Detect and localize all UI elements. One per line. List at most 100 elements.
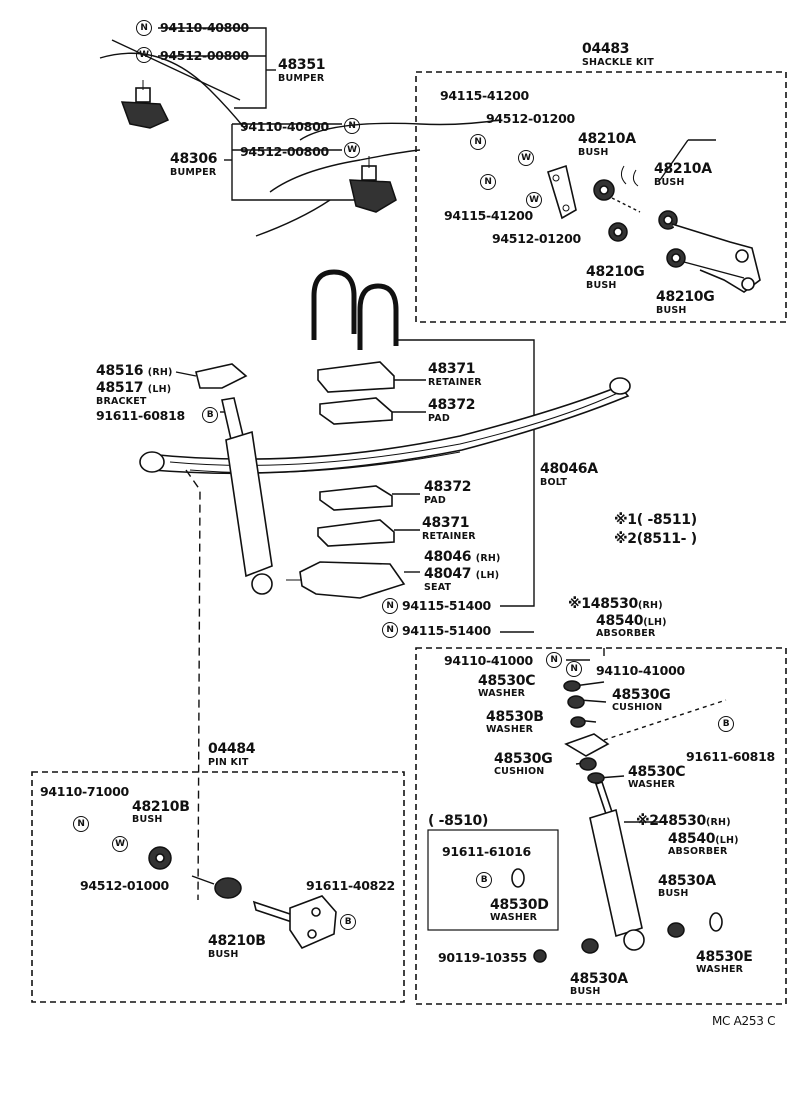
nut-mark-abs2: N <box>566 661 582 677</box>
washer-mark-top1: W <box>136 47 152 63</box>
part-number-pad1: 48372 <box>428 397 476 413</box>
part-number-seat-rh: 48046 (RH) <box>424 549 501 565</box>
part-number-washer-top2: 94512-00800 <box>240 144 329 159</box>
part-name-washer-e: WASHER <box>696 964 744 975</box>
leaf-spring-part <box>139 377 631 475</box>
part-number-pk-bush1: 48210B <box>132 799 190 815</box>
nut-mark-pk: N <box>73 816 89 832</box>
part-number-pin-kit: 04484 <box>208 741 256 757</box>
part-name-washer-b: WASHER <box>486 724 534 735</box>
part-number-absorber1-lh: 48540(LH) <box>596 613 667 629</box>
part-name-washer-d: WASHER <box>490 912 538 923</box>
bolt-mark-sub: B <box>476 872 492 888</box>
shackle-pin-part <box>671 223 761 293</box>
legend-1: ※1( -8511) <box>614 512 697 528</box>
nut-mark-abs1: N <box>546 652 562 668</box>
sub-kit-box <box>427 829 559 931</box>
part-number-pk-bolt: 91611-40822 <box>306 878 395 893</box>
part-number-cushion-g1: 48530G <box>612 687 671 703</box>
part-name-cushion-g1: CUSHION <box>612 702 663 713</box>
part-number-sk-bush2: 48210A <box>654 161 712 177</box>
part-name-pad1: PAD <box>428 413 450 424</box>
part-number-small-bolt: 90119-10355 <box>438 950 527 965</box>
part-number-washer-c2: 48530C <box>628 764 686 780</box>
part-name-bush-a1: BUSH <box>658 888 689 899</box>
part-number-washer-c1: 48530C <box>478 673 536 689</box>
part-number-pk-washer: 94512-01000 <box>80 878 169 893</box>
part-number-sk-bush1: 48210A <box>578 131 636 147</box>
part-number-pk-nut: 94110-71000 <box>40 784 129 799</box>
bumper-48351-part <box>120 80 170 129</box>
pin-kit-box <box>31 771 405 1003</box>
part-number-pk-bush2: 48210B <box>208 933 266 949</box>
nut-mark-top2: N <box>344 118 360 134</box>
part-number-bumper2: 48306 <box>170 151 218 167</box>
part-name-washer-c1: WASHER <box>478 688 526 699</box>
part-number-ubolt: 48046A <box>540 461 598 477</box>
washer-mark-sk2: W <box>526 192 542 208</box>
part-number-bolt-b2: 91611-60818 <box>686 749 775 764</box>
part-name-sk-bush2: BUSH <box>654 177 685 188</box>
part-name-washer-c2: WASHER <box>628 779 676 790</box>
front-shock-absorber-part <box>221 397 273 595</box>
part-name-ubolt: BOLT <box>540 477 568 488</box>
part-number-bracket-lh: 48517 (LH) <box>96 380 172 396</box>
part-name-shackle-kit: SHACKLE KIT <box>582 57 654 68</box>
pad-lower-part <box>319 485 393 511</box>
part-number-bush-a2: 48530A <box>570 971 628 987</box>
nut-mark-top1: N <box>136 20 152 36</box>
part-number-seat-lh: 48047 (LH) <box>424 566 500 582</box>
part-name-pin-kit: PIN KIT <box>208 757 249 768</box>
bolt-mark-b2: B <box>718 716 734 732</box>
part-name-retainer2: RETAINER <box>422 531 476 542</box>
part-name-sk-bush4: BUSH <box>656 305 687 316</box>
washer-mark-top2: W <box>344 142 360 158</box>
nut-mark-seat2: N <box>382 622 398 638</box>
part-name-absorber1: ABSORBER <box>596 628 656 639</box>
washer-mark-pk: W <box>112 836 128 852</box>
part-name-sk-bush3: BUSH <box>586 280 617 291</box>
part-name-pad2: PAD <box>424 495 446 506</box>
part-number-washer-d: 48530D <box>490 897 549 913</box>
pad-upper-part <box>319 397 393 425</box>
part-name-seat: SEAT <box>424 582 452 593</box>
part-name-pk-bush1: BUSH <box>132 814 163 825</box>
part-name-sk-bush1: BUSH <box>578 147 609 158</box>
diagram-code: MC A253 C <box>712 1014 776 1028</box>
nut-mark-sk1: N <box>470 134 486 150</box>
part-number-sk-nut1: 94115-41200 <box>440 88 529 103</box>
part-number-absorber1-rh: ※148530(RH) <box>568 596 663 612</box>
part-name-cushion-g2: CUSHION <box>494 766 545 777</box>
part-number-washer-top1: 94512-00800 <box>160 48 249 63</box>
part-number-shackle-kit: 04483 <box>582 41 630 57</box>
part-number-cushion-g2: 48530G <box>494 751 553 767</box>
part-number-washer-b: 48530B <box>486 709 544 725</box>
part-number-absorber2-lh: 48540(LH) <box>668 831 739 847</box>
part-number-sub-bolt: 91611-61016 <box>442 844 531 859</box>
part-number-washer-e: 48530E <box>696 949 753 965</box>
part-name-bumper2: BUMPER <box>170 167 217 178</box>
part-number-bumper1: 48351 <box>278 57 326 73</box>
absorber-kit-parts <box>511 680 723 963</box>
washer-mark-sk1: W <box>518 150 534 166</box>
part-number-bracket-rh: 48516 (RH) <box>96 363 173 379</box>
part-name-bush-a2: BUSH <box>570 986 601 997</box>
part-number-abs-nut2: 94110-41000 <box>596 663 685 678</box>
part-number-retainer2: 48371 <box>422 515 470 531</box>
part-number-abs-nut1: 94110-41000 <box>444 653 533 668</box>
u-bolt-part <box>311 269 399 350</box>
bracket-part <box>195 363 248 389</box>
part-number-nut-seat2: 94115-51400 <box>402 623 491 638</box>
part-number-bolt-b1: 91611-60818 <box>96 408 185 423</box>
bolt-mark-pk: B <box>340 914 356 930</box>
bolt-mark-b1: B <box>202 407 218 423</box>
part-name-absorber2: ABSORBER <box>668 846 728 857</box>
part-name-bumper1: BUMPER <box>278 73 325 84</box>
shackle-kit-box <box>415 71 787 323</box>
part-name-bracket: BRACKET <box>96 396 147 407</box>
bumper-48306-part <box>349 156 397 213</box>
nut-mark-sk2: N <box>480 174 496 190</box>
legend-2: ※2(8511- ) <box>614 531 697 547</box>
part-number-sk-bush4: 48210G <box>656 289 715 305</box>
